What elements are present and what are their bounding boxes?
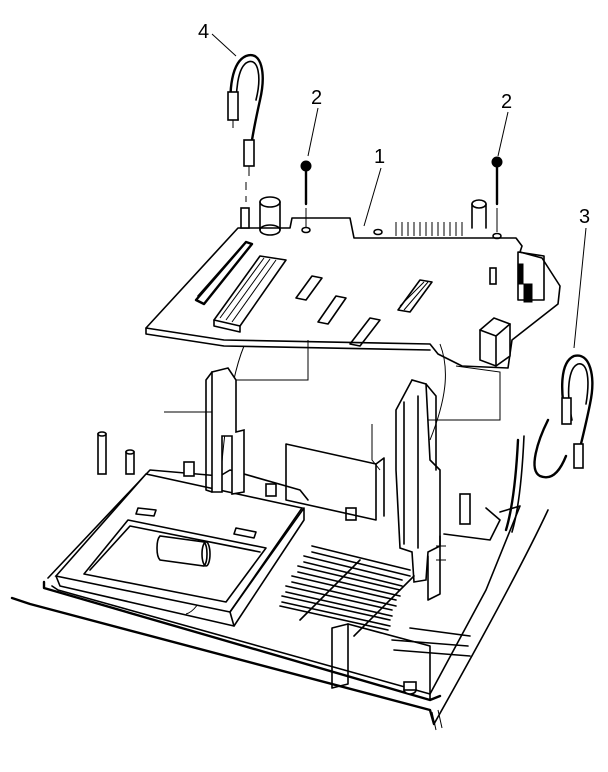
callout-4: 4 — [198, 21, 237, 57]
circuit-board-part-1 — [145, 196, 561, 369]
callout-2-right: 2 — [497, 91, 512, 157]
callout-2-left-label: 2 — [311, 87, 322, 109]
callout-4-label: 4 — [198, 21, 209, 43]
wire-harness-part-3 — [533, 354, 594, 479]
callout-3: 3 — [573, 206, 590, 349]
wire-harness-part-4 — [227, 53, 264, 202]
callout-1: 1 — [363, 146, 385, 227]
callout-2-left: 2 — [307, 87, 322, 157]
callout-3-label: 3 — [579, 206, 590, 228]
base-chassis — [10, 367, 549, 731]
screw-right-part-2 — [491, 156, 503, 232]
callout-2-right-label: 2 — [501, 91, 512, 113]
callout-1-label: 1 — [374, 146, 385, 168]
